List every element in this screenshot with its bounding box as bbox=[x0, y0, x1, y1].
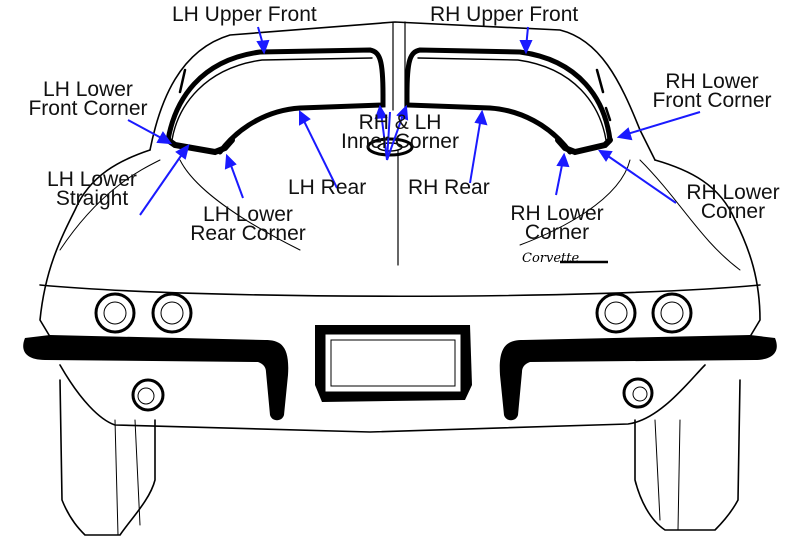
arrow-lh-lower-front-corner bbox=[127, 119, 173, 145]
arrow-inner-corner-lh2 bbox=[386, 111, 391, 161]
lh-bumper bbox=[23, 335, 289, 421]
label-rh-lower-corner: RH Lower Corner bbox=[510, 202, 604, 244]
rh-window-seal bbox=[404, 47, 613, 155]
label-lh-lower-rear-corner: LH Lower Rear Corner bbox=[190, 203, 306, 245]
body-outline bbox=[39, 149, 151, 346]
label-lh-upper-front: LH Upper Front bbox=[172, 3, 317, 26]
label-inner-corner: RH & LH Inner Corner bbox=[341, 111, 459, 153]
arrow-rh-upper-front bbox=[519, 26, 533, 55]
arrow-rh-lower-corner-outer bbox=[598, 149, 677, 204]
label-rh-rear: RH Rear bbox=[408, 176, 490, 199]
arrow-lh-upper-front bbox=[256, 26, 270, 55]
arrow-rh-lower-front-corner bbox=[616, 111, 701, 141]
arrow-lh-lower-straight bbox=[139, 144, 190, 216]
lh-lower-seal bbox=[165, 137, 235, 156]
right-tire bbox=[634, 379, 741, 531]
label-rh-lower-corner-outer: RH Lower Corner bbox=[686, 181, 780, 223]
tail-light bbox=[651, 292, 693, 334]
license-plate bbox=[324, 333, 462, 393]
label-lh-lower-straight: LH Lower Straight bbox=[47, 168, 137, 210]
label-lh-lower-front-corner: LH Lower Front Corner bbox=[28, 78, 148, 120]
label-rh-upper-front: RH Upper Front bbox=[430, 3, 579, 26]
rh-lower-seal bbox=[555, 137, 613, 156]
emblem bbox=[366, 137, 414, 157]
arrow-rh-rear bbox=[469, 109, 488, 184]
rh-bumper bbox=[499, 335, 777, 421]
corvette-script: Corvette bbox=[522, 251, 579, 266]
tail-light bbox=[595, 292, 637, 334]
backup-light bbox=[622, 377, 654, 409]
left-tire bbox=[59, 379, 156, 536]
lh-window-seal bbox=[165, 47, 386, 155]
arrow-rh-lower-corner bbox=[555, 152, 570, 196]
arrow-inner-corner-rh bbox=[386, 104, 409, 161]
label-lh-rear: LH Rear bbox=[288, 176, 367, 199]
roof-outline bbox=[149, 21, 656, 161]
tail-light bbox=[94, 292, 136, 334]
arrow-lh-rear bbox=[299, 109, 338, 189]
backup-light bbox=[131, 378, 165, 412]
arrow-lh-lower-rear-corner bbox=[224, 153, 244, 199]
arrow-inner-corner-lh bbox=[374, 104, 388, 161]
label-rh-lower-front-corner: RH Lower Front Corner bbox=[652, 70, 772, 112]
tail-light bbox=[151, 292, 193, 334]
